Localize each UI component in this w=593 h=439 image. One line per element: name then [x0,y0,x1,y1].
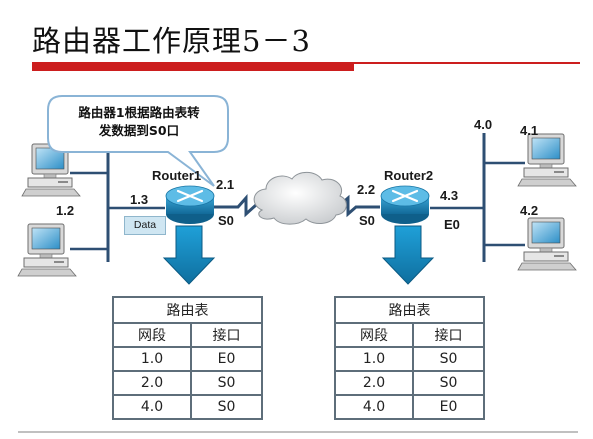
router1-label: Router1 [152,168,202,183]
ip-1-3-label: 1.3 [130,192,149,207]
router2-e0-label: E0 [444,217,460,232]
pc-right-top-icon [517,133,577,187]
callout-bubble [47,95,229,187]
routing-table-router1: 路由表 网段 接口 1.0 E0 2.0 S0 4.0 S0 [112,296,263,420]
router2-label: Router2 [384,168,434,183]
table-row: 4.0 S0 [112,394,263,420]
table-cell: S0 [412,370,485,396]
data-packet-tag: Data [124,216,166,235]
table-caption: 路由表 [334,296,485,324]
ip-1-2-label: 1.2 [56,203,75,218]
ip-2-1-label: 2.1 [216,177,235,192]
table-row: 2.0 S0 [112,370,263,396]
table-cell: 4.0 [334,394,414,420]
table-cell: 2.0 [112,370,192,396]
table-cell: 2.0 [334,370,414,396]
router2-icon [380,185,430,224]
table-caption: 路由表 [112,296,263,324]
table-cell: 1.0 [334,346,414,372]
table-row: 2.0 S0 [334,370,485,396]
ip-2-2-label: 2.2 [357,182,376,197]
wan-cloud [253,171,347,225]
router1-icon [165,185,215,224]
table-header-interface: 接口 [412,322,485,348]
ip-4-0-label: 4.0 [474,117,493,132]
table-row: 4.0 E0 [334,394,485,420]
slide-title: 路由器工作原理5－3 [32,24,311,58]
table-cell: S0 [190,370,263,396]
callout-line-1: 路由器1根据路由表转 [78,105,200,120]
table-row: 1.0 E0 [112,346,263,372]
ip-4-3-label: 4.3 [440,188,459,203]
footer-divider [18,431,578,433]
table-header-segment: 网段 [334,322,414,348]
table-cell: 4.0 [112,394,192,420]
title-underline-line [354,62,580,64]
callout-line-2: 发数据到S0口 [98,123,180,138]
pc-right-bottom-icon [517,217,577,271]
ip-4-1-label: 4.1 [520,123,539,138]
table-header-interface: 接口 [190,322,263,348]
router2-s0-label: S0 [359,213,375,228]
table-cell: 1.0 [112,346,192,372]
pc-left-bottom-icon [17,223,77,277]
arrow-down-left-icon [162,225,216,285]
callout-text: 路由器1根据路由表转 发数据到S0口 [50,104,228,140]
title-underline-bar [32,62,354,71]
ip-4-2-label: 4.2 [520,203,539,218]
router1-s0-label: S0 [218,213,234,228]
table-header-segment: 网段 [112,322,192,348]
routing-table-router2: 路由表 网段 接口 1.0 S0 2.0 S0 4.0 E0 [334,296,485,420]
table-row: 1.0 S0 [334,346,485,372]
table-cell: E0 [190,346,263,372]
table-cell: S0 [412,346,485,372]
table-cell: E0 [412,394,485,420]
arrow-down-right-icon [381,225,435,285]
table-cell: S0 [190,394,263,420]
